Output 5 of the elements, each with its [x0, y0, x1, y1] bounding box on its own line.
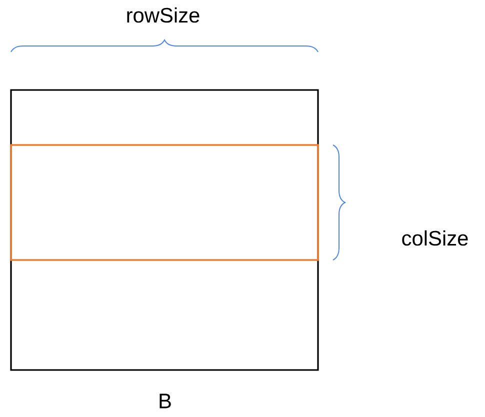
text-label: B — [160, 394, 171, 408]
matrix-rectangle — [10, 89, 319, 371]
text-label: colSize — [402, 230, 468, 246]
row-rectangle — [10, 144, 319, 261]
text-label: rowSize — [127, 7, 200, 23]
